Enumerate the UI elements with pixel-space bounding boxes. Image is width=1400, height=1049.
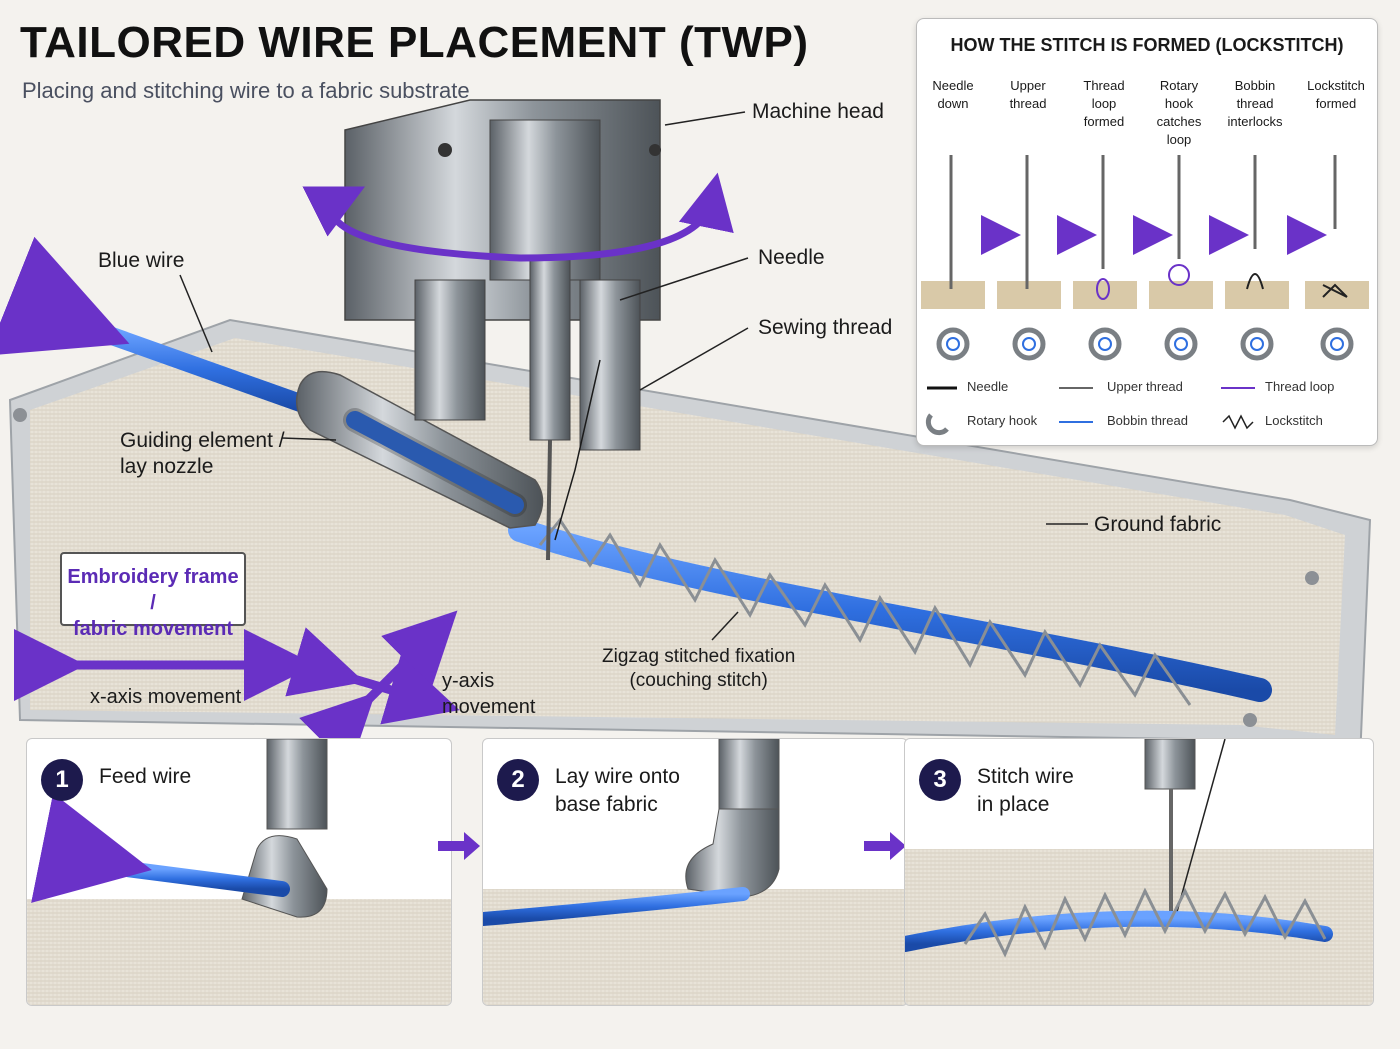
- step-label: Thread loop formed: [1083, 78, 1125, 129]
- upper-thread-legend: Upper thread: [1107, 379, 1183, 394]
- blue-wire: [86, 321, 329, 419]
- arrow-right-icon: [438, 832, 480, 860]
- zigzag-stitch: [538, 517, 1192, 706]
- step-number: 1: [41, 759, 83, 801]
- bobbin-thread-legend: Bobbin thread: [1107, 413, 1188, 428]
- step-label: Rotary hook catches loop: [1156, 78, 1202, 147]
- needle-legend: Needle: [967, 379, 1009, 394]
- step-label: Bobbin thread interlocks: [1227, 78, 1283, 129]
- label-y-axis: y-axis movement: [442, 670, 536, 718]
- step-number: 3: [919, 759, 961, 801]
- sewing-thread: [554, 359, 601, 541]
- step-panel-2: 2 Lay wire onto base fabric: [482, 738, 908, 1006]
- label-machine-head: Machine head: [752, 100, 884, 123]
- lockstitch-legend: Lockstitch: [1265, 413, 1323, 428]
- stitch-steps-svg: [921, 155, 1369, 436]
- rotary-hook-legend: Rotary hook: [967, 413, 1038, 428]
- step-illustrations: [921, 155, 1369, 361]
- step-panel-3: 3 Stitch wire in place: [904, 738, 1374, 1006]
- step-panel-1: 1 Feed wire: [26, 738, 452, 1006]
- label-x-axis: x-axis movement: [90, 686, 242, 708]
- panel-2-illustration: [483, 739, 907, 1005]
- step-label: Lockstitch formed: [1307, 78, 1365, 111]
- arrow-right-icon: [864, 832, 906, 860]
- label-zigzag: Zigzag stitched fixation (couching stitc…: [602, 646, 796, 691]
- label-blue-wire: Blue wire: [98, 249, 185, 272]
- label-ground-fabric: Ground fabric: [1094, 513, 1222, 536]
- machine-head: [344, 99, 661, 451]
- label-sewing-thread: Sewing thread: [758, 316, 893, 339]
- step-text: Feed wire: [99, 765, 192, 788]
- stitch-formation-inset: HOW THE STITCH IS FORMED (LOCKSTITCH) Ne…: [916, 18, 1378, 446]
- page-subtitle: Placing and stitching wire to a fabric s…: [22, 78, 470, 103]
- step-label: Upper thread: [1009, 78, 1047, 111]
- label-frame-box: Embroidery frame / fabric movement: [60, 552, 246, 640]
- label-guiding-element: Guiding element / lay nozzle: [120, 429, 285, 479]
- panel-3-illustration: [905, 739, 1373, 1005]
- step-text: Lay wire onto base fabric: [555, 765, 680, 816]
- thread-loop-legend: Thread loop: [1265, 379, 1335, 394]
- step-text: Stitch wire in place: [977, 765, 1074, 816]
- needle: [546, 439, 552, 561]
- step-label: Needle down: [932, 78, 974, 111]
- panel-1-illustration: [27, 739, 451, 1005]
- label-needle: Needle: [758, 246, 825, 269]
- step-number: 2: [497, 759, 539, 801]
- inset-title: HOW THE STITCH IS FORMED (LOCKSTITCH): [950, 35, 1344, 55]
- page-title: TAILORED WIRE PLACEMENT (TWP): [20, 18, 809, 67]
